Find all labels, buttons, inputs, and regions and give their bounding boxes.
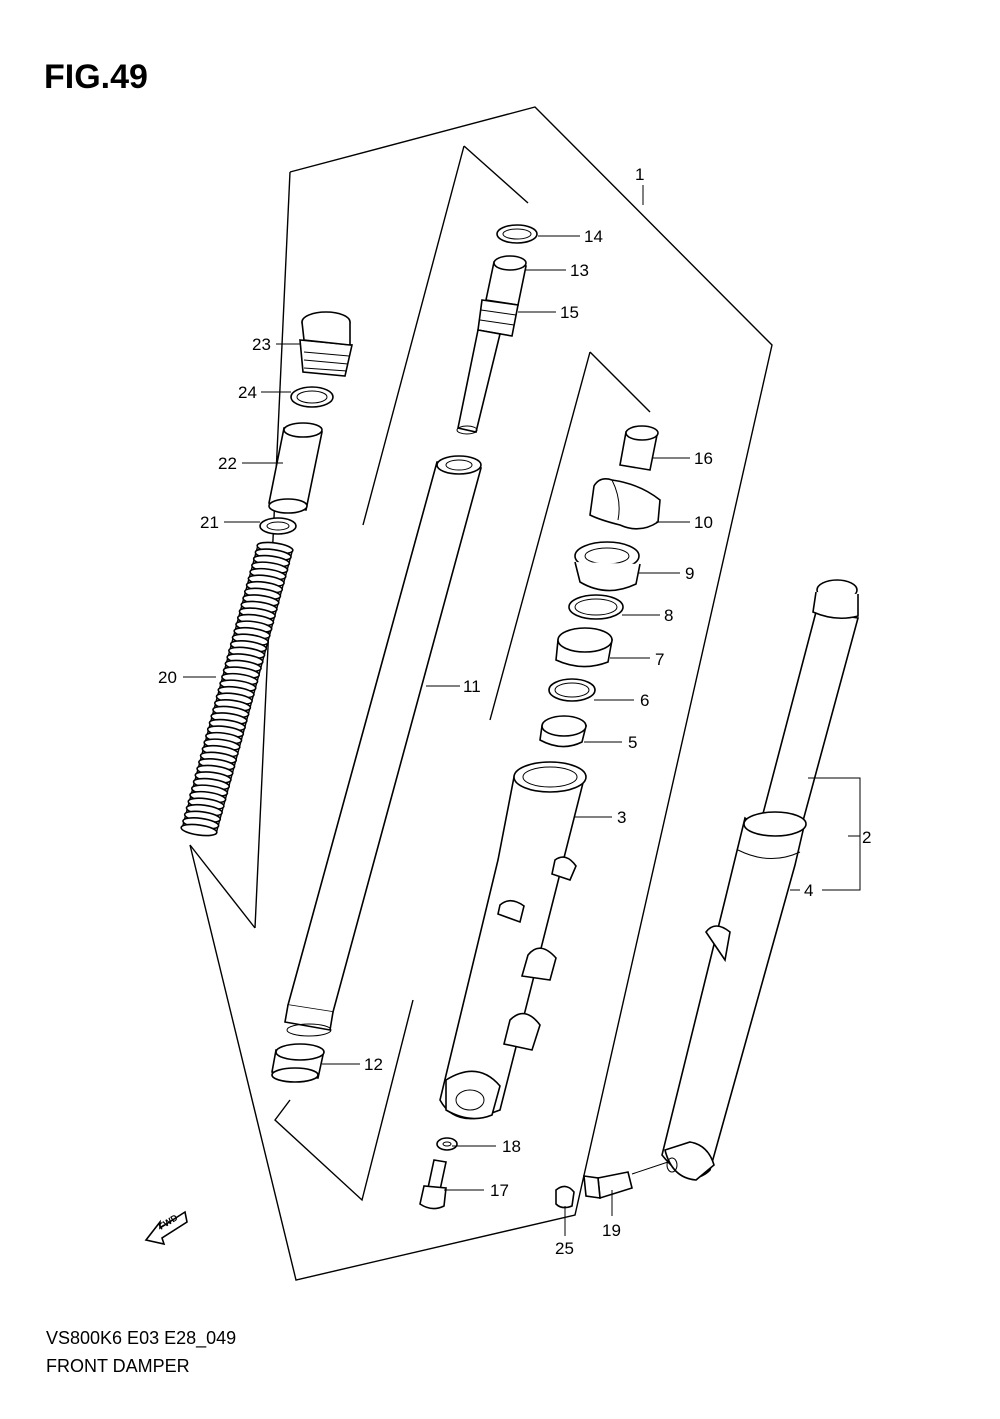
forward-arrow-icon: FWD [144, 1210, 188, 1246]
part-5-slide-metal [539, 715, 588, 748]
callout-2: 2 [862, 828, 871, 847]
part-10-dust-seal [589, 478, 661, 530]
callout-12: 12 [364, 1055, 383, 1074]
callout-10: 10 [694, 513, 713, 532]
callout-numbers: 1 2 3 4 5 6 7 8 9 10 11 12 13 14 15 16 1… [158, 165, 871, 1258]
part-3-outer-tube [439, 761, 587, 1120]
callout-9: 9 [685, 564, 694, 583]
part-17-bolt [419, 1159, 447, 1210]
part-21-washer [259, 517, 297, 535]
callout-1: 1 [635, 165, 644, 184]
part-18-gasket [436, 1137, 458, 1151]
part-24-o-ring [290, 386, 334, 408]
part-2-4-fork-assembly [661, 579, 860, 1181]
leader-lines [183, 185, 861, 1236]
callout-21: 21 [200, 513, 219, 532]
callout-23: 23 [252, 335, 271, 354]
part-12-slide-bushing [271, 1043, 325, 1083]
part-16-bushing [619, 425, 659, 471]
part-11-inner-tube [284, 455, 483, 1037]
part-20-spring [180, 541, 294, 837]
callout-6: 6 [640, 691, 649, 710]
part-25-cap [555, 1185, 575, 1209]
callout-13: 13 [570, 261, 589, 280]
part-23-cap-bolt [299, 311, 353, 377]
part-8-stopper-ring [568, 594, 624, 620]
callout-19: 19 [602, 1221, 621, 1240]
part-19-bolt [583, 1171, 633, 1200]
part-14-ring [496, 224, 538, 244]
callout-11: 11 [463, 677, 481, 696]
callout-22: 22 [218, 454, 237, 473]
part-13-15-damper-rod [456, 255, 527, 435]
figure-title: FIG.49 [44, 58, 148, 96]
callout-20: 20 [158, 668, 177, 687]
callout-17: 17 [490, 1181, 509, 1200]
callout-7: 7 [655, 650, 664, 669]
diagram-caption: FRONT DAMPER [46, 1356, 190, 1376]
spring-coil [180, 823, 218, 837]
model-code: VS800K6 E03 E28_049 [46, 1328, 237, 1348]
assembly-outlines [189, 106, 773, 1281]
part-7-washer [555, 627, 613, 668]
callout-8: 8 [664, 606, 673, 625]
callout-24: 24 [238, 383, 257, 402]
part-9-oil-seal [574, 541, 641, 592]
callout-16: 16 [694, 449, 713, 468]
callout-25: 25 [555, 1239, 574, 1258]
callout-4: 4 [804, 881, 813, 900]
callout-18: 18 [502, 1137, 521, 1156]
callout-3: 3 [617, 808, 626, 827]
part-6-ring [548, 678, 596, 702]
callout-15: 15 [560, 303, 579, 322]
callout-14: 14 [584, 227, 603, 246]
callout-5: 5 [628, 733, 637, 752]
part-22-spacer [268, 422, 323, 514]
